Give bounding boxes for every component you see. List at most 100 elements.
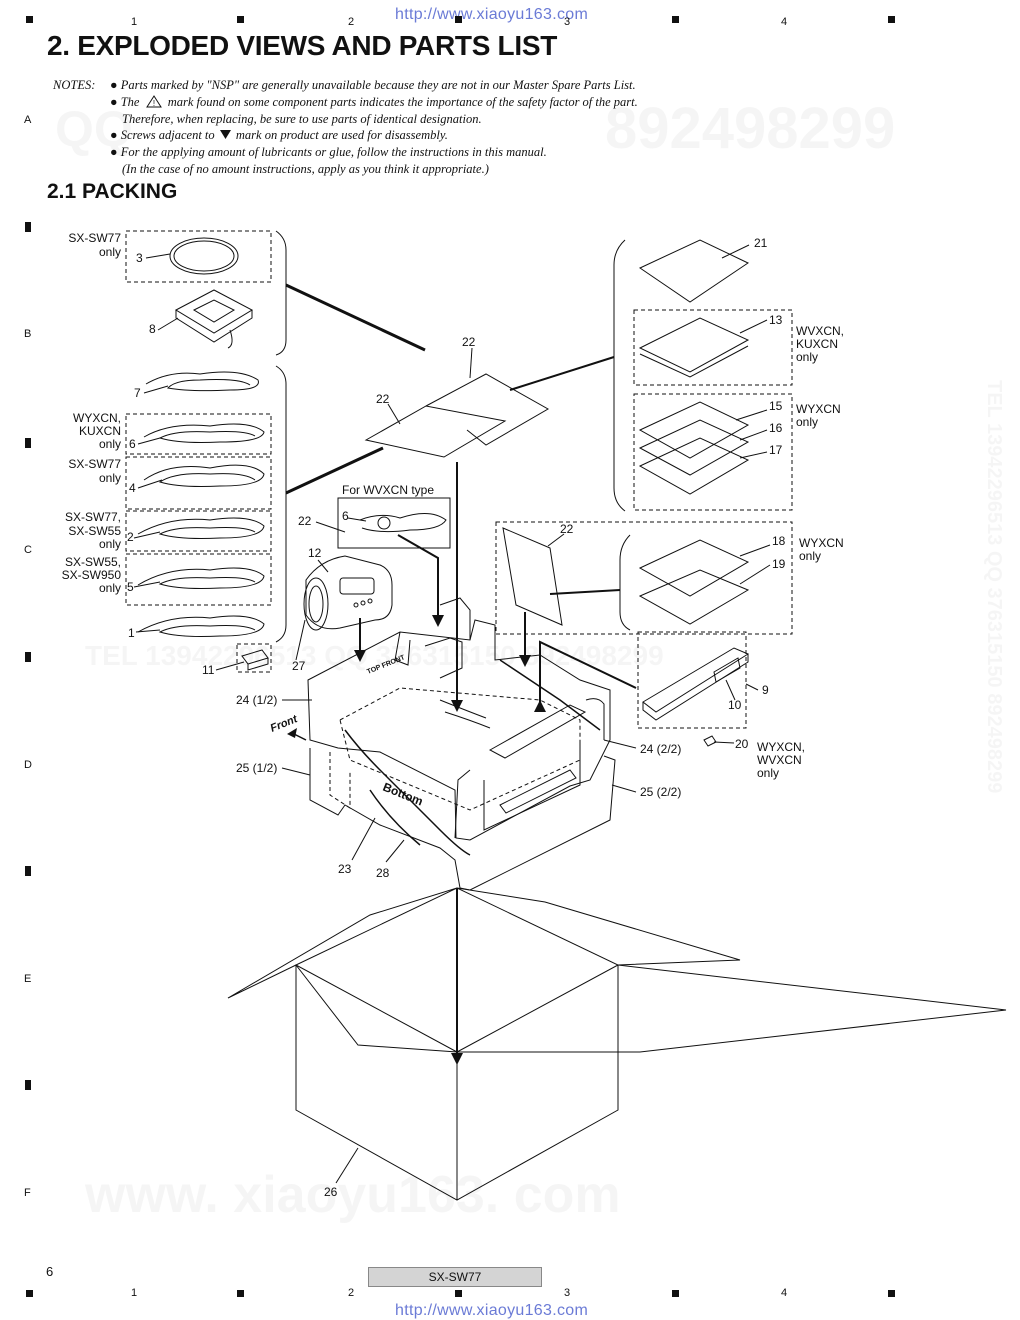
leader-thick [285,283,426,352]
grid-column-label: 3 [564,16,571,28]
note-item: ● The ! mark found on some component par… [110,94,638,111]
part-label: 19 [772,557,786,571]
grid-column-label: 4 [781,16,788,28]
note-item: ● Parts marked by "NSP" are generally un… [110,77,638,94]
part-label: 23 [338,862,352,876]
registration-mark [455,16,462,23]
am-loop-antenna [174,289,254,334]
note-text: Screws adjacent to [120,128,215,143]
region-label: WVXCN, [796,324,844,338]
bottom-label: Bottom [381,780,425,809]
leader-line [469,347,473,379]
part-label: 17 [769,443,783,457]
notes-list: ● Parts marked by "NSP" are generally un… [110,77,638,178]
leader-line [739,564,771,585]
remote-button [367,598,373,604]
grid-row-label: D [24,759,32,771]
leader-line [739,544,771,557]
arrowhead [451,1053,463,1065]
document-16 [638,419,750,476]
leader-line [295,619,306,661]
part-label: 24 (2/2) [640,742,681,756]
foam-detail [454,769,471,839]
leader-line [215,661,245,671]
registration-mark [25,222,31,232]
region-label: KUXCN [79,424,121,438]
registration-mark [25,652,31,662]
leader-line [603,739,637,749]
region-label: only [757,766,779,780]
registration-mark [888,16,895,23]
part-label: 6 [342,509,349,523]
carton-flap [457,964,1007,1053]
leader-line [137,437,161,445]
leader-line [725,679,736,701]
registration-mark [237,16,244,23]
foam-inner [483,740,581,831]
leader-thick [285,446,384,495]
leader-line [739,451,768,459]
cable-1 [137,615,265,637]
foam-detail [585,698,605,740]
registration-mark [672,16,679,23]
arrowhead [451,700,463,712]
wvxcn-type-box [337,497,451,549]
dashed-region [633,309,793,386]
part-label: 11 [202,663,215,677]
speaker-bar-9 [642,654,749,721]
leader-line [347,517,367,522]
grid-row-label: F [24,1187,31,1199]
cable-4 [143,464,265,487]
document-15 [638,401,750,459]
grid-column-label: 3 [564,1287,571,1299]
foam-detail [394,631,411,666]
leader-thick [549,589,621,595]
leader-line [145,253,171,259]
region-label: WYXCN [799,536,844,550]
remote-button [353,602,359,608]
group-bracket [619,534,631,631]
part-label: 6 [129,437,136,451]
document-13 [639,345,749,378]
remote-control-12 [308,585,324,623]
carton-flap [295,964,458,1053]
note-continuation: (In the case of no amount instructions, … [122,161,489,176]
remote-control-12 [305,555,393,630]
foam-pad-24-1 [307,619,611,841]
region-label: SX-SW77 [68,457,121,471]
grid-row-label: C [24,544,32,556]
foam-detail [439,597,471,640]
part-label: 27 [292,659,306,673]
foam-inner [499,769,577,814]
registration-mark [237,1290,244,1297]
grid-row-label: A [24,114,32,126]
region-label: SX-SW950 [62,568,122,582]
part-label: 15 [769,399,783,413]
cord-28 [499,659,601,731]
footer-url[interactable]: http://www.xiaoyu163.com [395,1302,589,1319]
bullet-icon: ● [110,94,118,109]
dashed-region [125,510,272,552]
foam-inner [488,704,587,759]
note-item: ● Screws adjacent to mark on product are… [110,127,638,144]
loop-antenna-wire [169,237,239,275]
leader-line [315,521,346,533]
registration-mark [455,1290,462,1297]
part-label: 12 [308,546,322,560]
warning-triangle-icon: ! [145,94,162,108]
bullet-icon: ● [110,128,118,143]
dashed-region [637,631,747,729]
leader-line [133,531,161,539]
grid-column-label: 1 [131,1287,138,1299]
note-text: mark found on some component parts indic… [167,94,638,109]
note-text: mark on product are used for disassembly… [235,128,448,143]
leader-line [739,429,768,441]
foam-detail [424,637,463,679]
document-19 [638,569,750,625]
foam-inner [339,687,581,811]
front-arrow [291,732,307,741]
part-label: 13 [769,313,783,327]
header-url[interactable]: http://www.xiaoyu163.com [395,6,589,23]
ferrite-core [241,649,269,671]
